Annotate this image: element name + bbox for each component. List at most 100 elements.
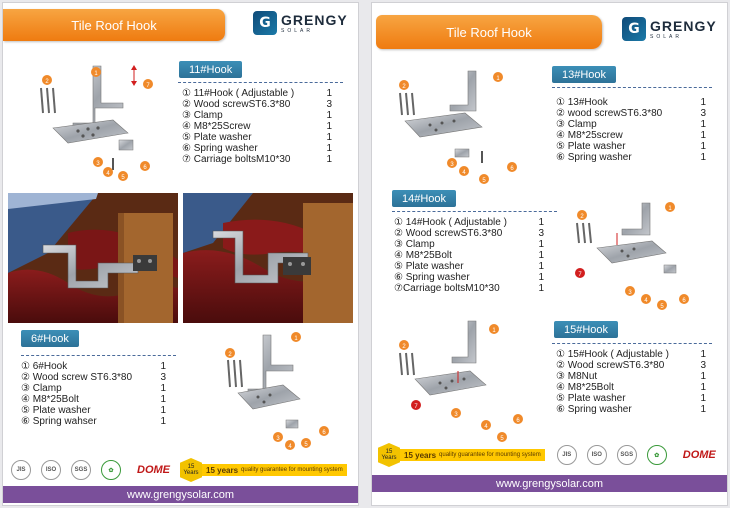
- svg-text:3: 3: [628, 290, 632, 296]
- svg-text:3: 3: [450, 162, 454, 168]
- svg-text:5: 5: [500, 436, 504, 442]
- clean-energy-icon: ✿: [646, 445, 667, 465]
- divider: [21, 355, 176, 356]
- svg-text:1: 1: [668, 206, 672, 212]
- divider: [552, 87, 712, 88]
- 15-years-badge: 15 Years: [378, 443, 400, 467]
- svg-text:6: 6: [143, 165, 147, 171]
- brand-name: GRENGY: [281, 11, 348, 28]
- sgs-cert-icon: SGS: [616, 445, 637, 465]
- svg-text:2: 2: [402, 84, 406, 90]
- jis-cert-icon: JIS: [556, 445, 577, 465]
- hook-15-diagram: 2 1 7 3 4 5 6: [399, 320, 523, 442]
- certification-row: 15 Years 15 years quality guarantee for …: [378, 443, 716, 467]
- list-item: ① 11#Hook ( Adjustable )1: [182, 88, 332, 99]
- list-item: ① 15#Hook ( Adjustable )1: [556, 349, 706, 360]
- catalog-page-left: Tile Roof Hook G GRENGY SOLAR 2 1 7 3 4 …: [2, 2, 359, 506]
- svg-text:5: 5: [660, 304, 664, 310]
- brand-sub: SOLAR: [650, 33, 682, 40]
- svg-text:3: 3: [454, 412, 458, 418]
- svg-text:4: 4: [644, 298, 648, 304]
- brand-sub: SOLAR: [281, 27, 313, 34]
- svg-text:6: 6: [322, 430, 326, 436]
- svg-text:4: 4: [484, 424, 488, 430]
- divider: [392, 211, 557, 212]
- grengy-logo-icon: G: [622, 17, 646, 41]
- dome-logo: DOME: [682, 449, 716, 461]
- svg-text:2: 2: [402, 344, 406, 350]
- section-label-11-hook: 11#Hook: [179, 61, 243, 78]
- svg-text:7: 7: [414, 404, 418, 410]
- page-title-banner: Tile Roof Hook: [376, 15, 602, 49]
- grengy-logo: G GRENGY SOLAR: [253, 11, 348, 35]
- svg-text:1: 1: [94, 71, 98, 77]
- svg-text:3: 3: [96, 161, 100, 167]
- svg-text:1: 1: [492, 328, 496, 334]
- svg-text:7: 7: [578, 272, 582, 278]
- svg-text:3: 3: [276, 436, 280, 442]
- svg-text:6: 6: [510, 166, 514, 172]
- clean-energy-icon: ✿: [101, 460, 121, 480]
- svg-text:5: 5: [121, 175, 125, 181]
- svg-text:6: 6: [682, 298, 686, 304]
- 15-years-badge: 15 Years: [180, 458, 202, 482]
- svg-text:2: 2: [45, 79, 49, 85]
- dome-logo: DOME: [137, 464, 170, 476]
- svg-text:2: 2: [228, 352, 232, 358]
- hook-14-diagram: 2 1 7 3 4 5 6: [575, 202, 689, 310]
- sgs-cert-icon: SGS: [71, 460, 91, 480]
- section-label-14-hook: 14#Hook: [392, 190, 457, 207]
- divider: [552, 343, 712, 344]
- page-title-banner: Tile Roof Hook: [3, 9, 225, 41]
- iso-cert-icon: ISO: [586, 445, 607, 465]
- parts-list-15-hook: ① 15#Hook ( Adjustable )1 ② Wood screwST…: [556, 349, 706, 415]
- install-photo-right: [183, 193, 353, 323]
- svg-text:4: 4: [288, 444, 292, 450]
- grengy-logo-icon: G: [253, 11, 277, 35]
- svg-text:7: 7: [146, 83, 150, 89]
- parts-list-11-hook: ① 11#Hook ( Adjustable )1 ② Wood screwST…: [182, 88, 332, 165]
- svg-text:4: 4: [462, 170, 466, 176]
- warranty-banner: 15 years quality guarantee for mounting …: [400, 449, 545, 461]
- hook-6-diagram: 2 1 3 4 5 6: [225, 332, 329, 450]
- brand-name: GRENGY: [650, 17, 717, 34]
- website-footer: www.grengysolar.com: [3, 486, 358, 503]
- warranty-banner: 15 years quality guarantee for mounting …: [202, 464, 347, 476]
- hook-11-diagram: 2 1 7 3 4 5 6: [40, 65, 153, 181]
- svg-text:5: 5: [482, 178, 486, 184]
- iso-cert-icon: ISO: [41, 460, 61, 480]
- svg-text:5: 5: [304, 442, 308, 448]
- grengy-logo: G GRENGY SOLAR: [622, 17, 717, 41]
- section-label-13-hook: 13#Hook: [552, 66, 617, 83]
- section-label-15-hook: 15#Hook: [554, 321, 619, 338]
- section-label-6-hook: 6#Hook: [21, 330, 79, 347]
- svg-text:6: 6: [516, 418, 520, 424]
- svg-text:2: 2: [580, 214, 584, 220]
- certification-row: JIS ISO SGS ✿ DOME 15 Years 15 years qua…: [11, 458, 347, 482]
